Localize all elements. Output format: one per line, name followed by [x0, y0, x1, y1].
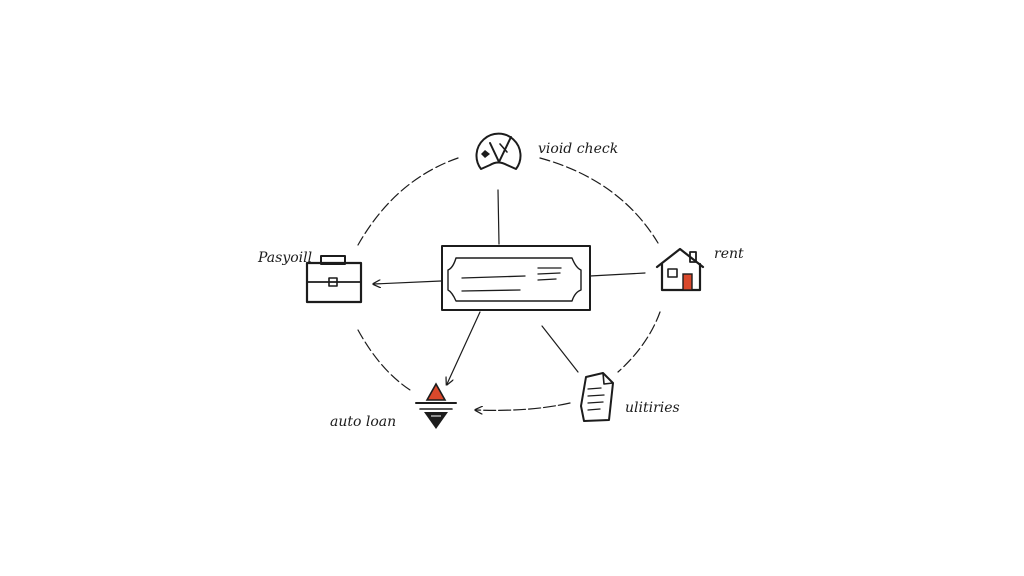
- cancel-stamp-icon: [475, 132, 522, 170]
- label-rent: rent: [714, 246, 744, 262]
- spokes: [374, 189, 646, 384]
- bill-document-icon: [580, 372, 614, 422]
- check-icon: [441, 245, 591, 311]
- spoke-top: [497, 189, 500, 245]
- arc-right-bottom: [617, 311, 661, 373]
- arc-bottom: [476, 402, 571, 410]
- cycle-arcs: [357, 157, 661, 410]
- arc-left-bottom: [357, 329, 411, 391]
- spoke-right: [589, 272, 646, 277]
- label-utilities: ulitiries: [625, 400, 680, 416]
- label-auto-loan: auto loan: [330, 414, 396, 430]
- label-payroll: Pasyoill: [257, 250, 312, 266]
- house-icon: [655, 247, 705, 292]
- spoke-bottom-right: [541, 325, 579, 373]
- arc-top-right: [539, 157, 659, 244]
- spoke-bottom-left: [447, 311, 481, 384]
- car-loan-icon: [415, 382, 457, 429]
- spoke-left: [374, 281, 442, 284]
- briefcase-icon: [305, 255, 363, 304]
- label-void-check: vioid check: [538, 141, 618, 157]
- arc-top-left: [357, 157, 459, 246]
